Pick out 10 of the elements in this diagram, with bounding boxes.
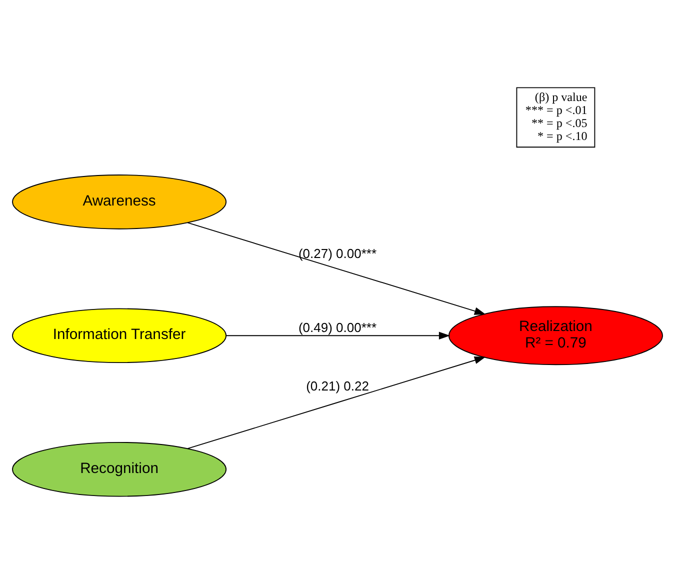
edge-label: (0.21) 0.22 [306,378,369,394]
edge-label: (0.49) 0.00*** [298,320,377,336]
node-ellipse: Awareness [12,174,227,230]
node-ellipse: Information Transfer [12,308,227,364]
node-ellipse: Recognition [12,442,227,497]
edge-label: (0.27) 0.00*** [298,246,377,261]
arrow [187,222,486,315]
arrow [187,356,486,450]
node-box: (β) p value *** = p <.01 ** = p <.05 * = p <.10 [516,87,596,148]
arrow [226,332,450,340]
